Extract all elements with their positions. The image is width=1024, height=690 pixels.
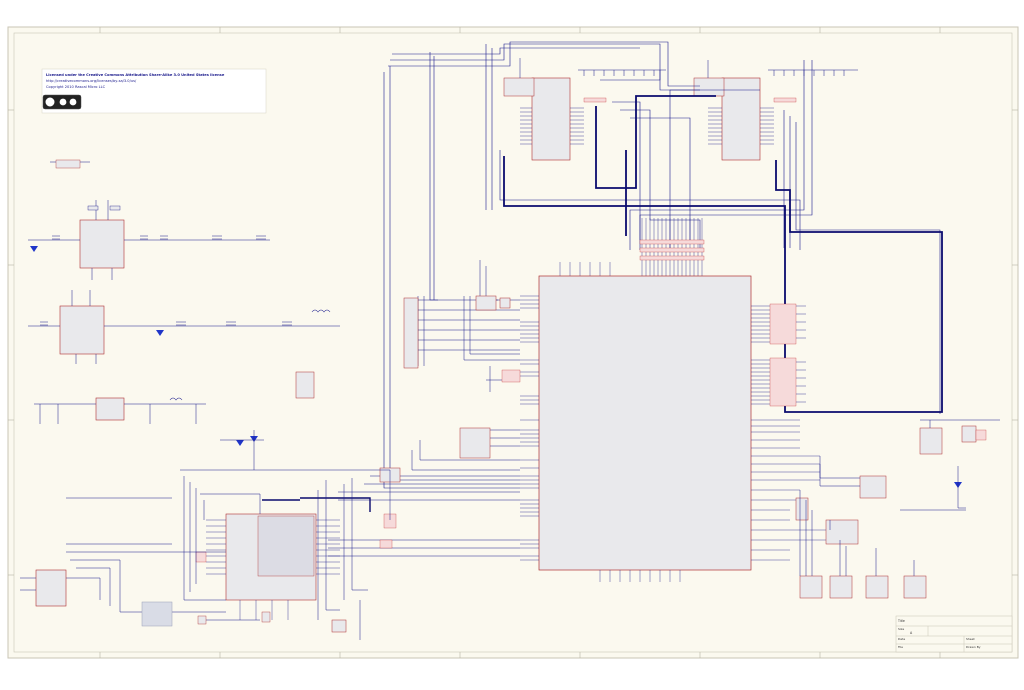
diode-icon-2	[156, 330, 164, 336]
title-label: Title	[897, 619, 905, 623]
oscillator-group	[403, 295, 521, 383]
date-label: Date	[898, 637, 905, 641]
cc-by-sa-logo	[42, 94, 82, 110]
size-label: Size	[898, 627, 904, 631]
ic-u3-memory	[503, 77, 607, 161]
bottom-center-parts	[197, 611, 347, 633]
status-led-mid	[220, 430, 264, 470]
ic-u4-memory	[693, 77, 797, 161]
note-box	[141, 601, 173, 627]
lower-bus	[262, 497, 371, 512]
license-line-3: Copyright 2010 Rascal Micro LLC	[46, 85, 106, 89]
power-regulator-3	[34, 397, 206, 424]
lower-left-wiring	[58, 469, 391, 640]
title-block: Title Size A Date File Sheet Drawn By	[895, 615, 1013, 653]
top-cap-rows	[519, 58, 858, 78]
file-label: File	[898, 645, 903, 649]
frame-zone-ticks	[8, 27, 1018, 658]
lower-left-connector	[20, 569, 67, 607]
right-headers	[795, 425, 987, 599]
sheet-frame	[7, 26, 1019, 659]
license-line-1: Licensed under the Creative Commons Attr…	[46, 73, 225, 77]
right-header-wiring	[799, 419, 1000, 576]
power-regulator-2	[28, 290, 340, 364]
small-part-top-left	[50, 159, 90, 169]
power-regulator-1	[28, 200, 270, 280]
size-value: A	[910, 631, 913, 635]
thick-buses	[503, 95, 943, 413]
sheet-label: Sheet	[966, 637, 975, 641]
right-array-wires	[796, 305, 806, 403]
ic-lower-controller	[195, 513, 397, 620]
red-net-labels-top	[639, 239, 705, 261]
main-mcu	[520, 275, 830, 582]
top-signal-wires	[383, 41, 941, 489]
license-line-2: http://creativecommons.org/licenses/by-s…	[46, 79, 137, 83]
right-resistor-array	[769, 303, 797, 407]
drawn-by-label: Drawn By	[966, 645, 981, 649]
license-block: Licensed under the Creative Commons Attr…	[41, 68, 267, 114]
main-ic-top-pins	[559, 218, 703, 276]
diode-icon	[30, 246, 38, 252]
